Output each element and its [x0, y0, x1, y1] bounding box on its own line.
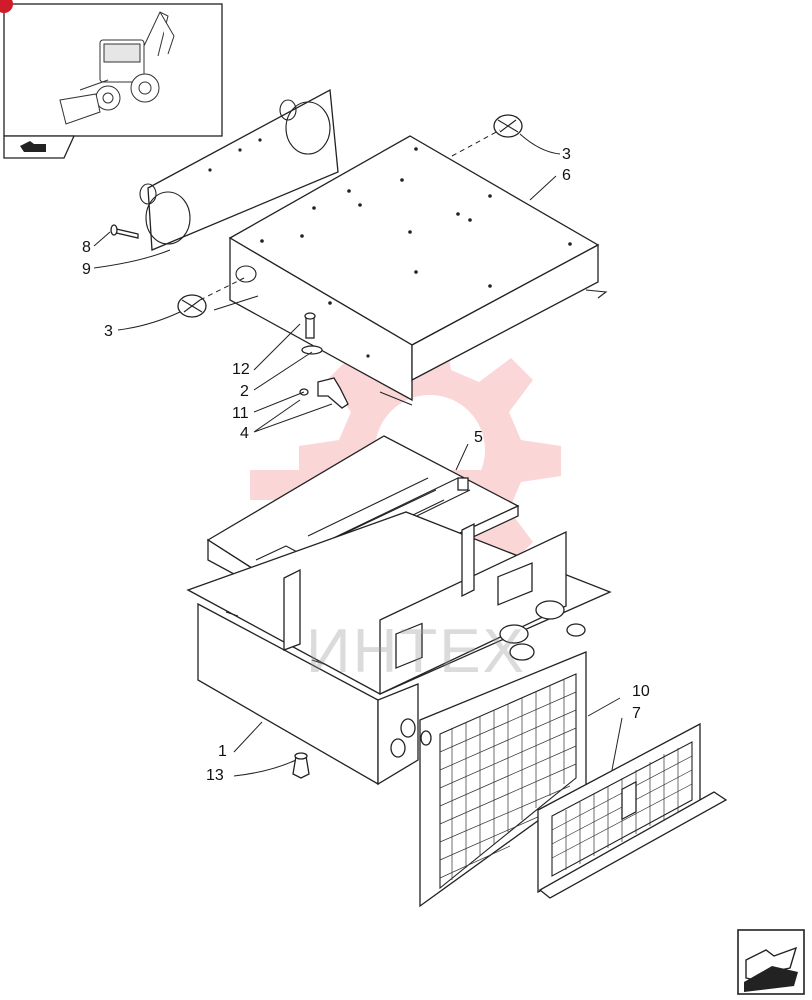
page-forward-arrow-icon[interactable]	[737, 929, 805, 995]
callout-4: 4	[240, 425, 249, 442]
side-fastener	[235, 265, 257, 283]
part-9-rear-panel	[139, 88, 339, 251]
part-4-latch	[317, 377, 349, 409]
part-8-screw	[110, 224, 139, 239]
callout-3-top: 3	[562, 146, 571, 163]
part-2-washer	[301, 345, 323, 355]
thumbnail-panel[interactable]	[0, 0, 223, 159]
part-6-top-cover	[213, 135, 608, 406]
corner-badge	[0, 0, 13, 13]
callout-9: 9	[82, 261, 91, 278]
callout-11: 11	[232, 405, 249, 422]
backhoe-loader-thumbnail	[59, 11, 175, 125]
callout-7: 7	[632, 705, 641, 722]
next-arrow-icon[interactable]	[20, 141, 46, 152]
callout-2: 2	[240, 383, 249, 400]
callout-5: 5	[474, 429, 483, 446]
leader-lines	[93, 133, 623, 777]
part-3-fastener-left	[177, 294, 207, 318]
part-12-bolt	[304, 312, 316, 339]
callout-3-left: 3	[104, 323, 113, 340]
part-3-fastener-top	[493, 114, 523, 138]
callout-10: 10	[632, 683, 650, 700]
part-1-base-box	[186, 511, 612, 786]
callout-13: 13	[206, 767, 224, 784]
callout-labels: 3 6 8 9 3 12 2 11 4 5 10 7 1 13	[82, 146, 650, 784]
part-13-foot	[292, 752, 310, 779]
callout-8: 8	[82, 239, 91, 256]
part-7-filter	[537, 722, 728, 899]
callout-6: 6	[562, 167, 571, 184]
callout-1: 1	[218, 743, 227, 760]
watermark-text: ИНТЕХ	[306, 617, 526, 686]
callout-12: 12	[232, 361, 250, 378]
